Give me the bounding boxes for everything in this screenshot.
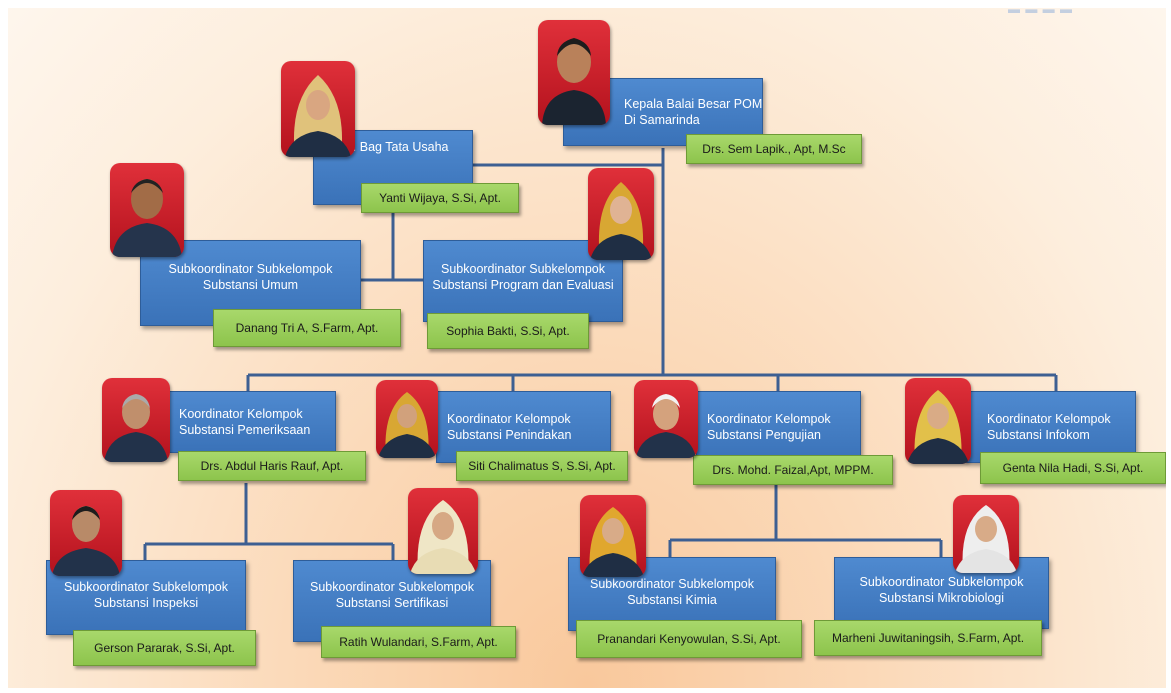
- node-program-title-line-1: Subkoordinator Subkelompok: [441, 262, 605, 276]
- node-pemeriksaan-photo: [102, 378, 170, 462]
- node-head-title-line-1: Kepala Balai Besar POM: [624, 97, 763, 111]
- node-mikrobiologi-title-line-2: Substansi Mikrobiologi: [878, 591, 1005, 605]
- node-pemeriksaan-title-line-2: Substansi Pemeriksaan: [179, 423, 311, 437]
- man-portrait-icon: [104, 394, 168, 462]
- man-portrait-icon: [542, 38, 606, 125]
- node-inspeksi-name: Gerson Pararak, S.Si, Apt.: [73, 630, 256, 666]
- node-pengujian-title-line-1: Koordinator Kelompok: [707, 412, 831, 426]
- node-program-photo: [588, 168, 654, 260]
- node-infokom-title-line-1: Koordinator Kelompok: [987, 412, 1111, 426]
- man-portrait-icon: [112, 179, 182, 257]
- node-pengujian-title: Koordinator Kelompok Substansi Pengujian: [696, 391, 861, 463]
- node-mikrobiologi-photo: [953, 495, 1019, 573]
- node-umum-title-line-1: Subkoordinator Subkelompok: [168, 262, 333, 276]
- woman-hijab-portrait-icon: [410, 500, 476, 574]
- node-infokom-photo: [905, 378, 971, 464]
- node-mikrobiologi-title-line-1: Subkoordinator Subkelompok: [859, 575, 1024, 589]
- node-inspeksi-photo: [50, 490, 122, 576]
- node-sertifikasi-name: Ratih Wulandari, S.Farm, Apt.: [321, 626, 516, 658]
- org-chart-canvas: ▬ ▬ ▬ ▬ Kepala Balai Besar POM Di Samari…: [8, 8, 1166, 688]
- node-umum-photo: [110, 163, 184, 257]
- node-pengujian-title-line-2: Substansi Pengujian: [707, 428, 821, 442]
- node-pemeriksaan-title: Koordinator Kelompok Substansi Pemeriksa…: [168, 391, 336, 453]
- node-mikrobiologi-name: Marheni Juwitaningsih, S.Farm, Apt.: [814, 620, 1042, 656]
- corner-watermark: ▬ ▬ ▬ ▬: [1008, 8, 1074, 16]
- woman-hijab-portrait-icon: [285, 75, 351, 157]
- node-umum-title-line-2: Substansi Umum: [202, 278, 299, 292]
- node-tata-usaha-photo: [281, 61, 355, 157]
- node-tata-usaha-title-line-1: Ka. Bag Tata Usaha: [337, 140, 449, 154]
- node-program-name: Sophia Bakti, S.Si, Apt.: [427, 313, 589, 349]
- connector-lines: [143, 148, 1058, 560]
- node-kimia-photo: [580, 495, 646, 577]
- node-penindakan-title-line-1: Koordinator Kelompok: [447, 412, 571, 426]
- connector-tata-usaha-down: [361, 213, 395, 282]
- node-infokom-name: Genta Nila Hadi, S.Si, Apt.: [980, 452, 1166, 484]
- node-head-name: Drs. Sem Lapik., Apt, M.Sc: [686, 134, 862, 164]
- man-portrait-icon: [636, 394, 696, 458]
- node-inspeksi-title-line-2: Substansi Inspeksi: [93, 596, 199, 610]
- node-program-title: Subkoordinator Subkelompok Substansi Pro…: [423, 240, 623, 322]
- man-portrait-icon: [52, 506, 120, 576]
- node-tata-usaha-name: Yanti Wijaya, S.Si, Apt.: [361, 183, 519, 213]
- woman-hijab-portrait-icon: [907, 390, 969, 464]
- node-pemeriksaan-name: Drs. Abdul Haris Rauf, Apt.: [178, 451, 366, 481]
- node-sertifikasi-photo: [408, 488, 478, 574]
- node-pemeriksaan-title-line-1: Koordinator Kelompok: [179, 407, 303, 421]
- node-head-photo: [538, 20, 610, 125]
- node-sertifikasi-title-line-2: Substansi Sertifikasi: [335, 596, 449, 610]
- node-program-title-line-2: Substansi Program dan Evaluasi: [432, 278, 614, 292]
- node-infokom-title-line-2: Substansi Infokom: [987, 428, 1090, 442]
- node-umum-name: Danang Tri A, S.Farm, Apt.: [213, 309, 401, 347]
- woman-hijab-portrait-icon: [590, 182, 652, 260]
- node-kimia-title: Subkoordinator Subkelompok Substansi Kim…: [568, 557, 776, 631]
- node-head-title-line-2: Di Samarinda: [624, 113, 700, 127]
- node-sertifikasi-title-line-1: Subkoordinator Subkelompok: [310, 580, 474, 594]
- woman-hijab-portrait-icon: [955, 505, 1017, 573]
- node-kimia-name: Pranandari Kenyowulan, S.Si, Apt.: [576, 620, 802, 658]
- node-penindakan-name: Siti Chalimatus S, S.Si, Apt.: [456, 451, 628, 481]
- node-penindakan-photo: [376, 380, 438, 458]
- node-infokom-title: Koordinator Kelompok Substansi Infokom: [964, 391, 1136, 463]
- node-pengujian-photo: [634, 380, 698, 458]
- woman-hijab-portrait-icon: [582, 507, 644, 577]
- node-penindakan-title-line-2: Substansi Penindakan: [447, 428, 572, 442]
- node-pengujian-name: Drs. Mohd. Faizal,Apt, MPPM.: [693, 455, 893, 485]
- node-inspeksi-title-line-1: Subkoordinator Subkelompok: [64, 580, 228, 594]
- node-kimia-title-line-1: Subkoordinator Subkelompok: [590, 577, 754, 591]
- node-kimia-title-line-2: Substansi Kimia: [627, 593, 717, 607]
- woman-hijab-portrait-icon: [378, 392, 436, 458]
